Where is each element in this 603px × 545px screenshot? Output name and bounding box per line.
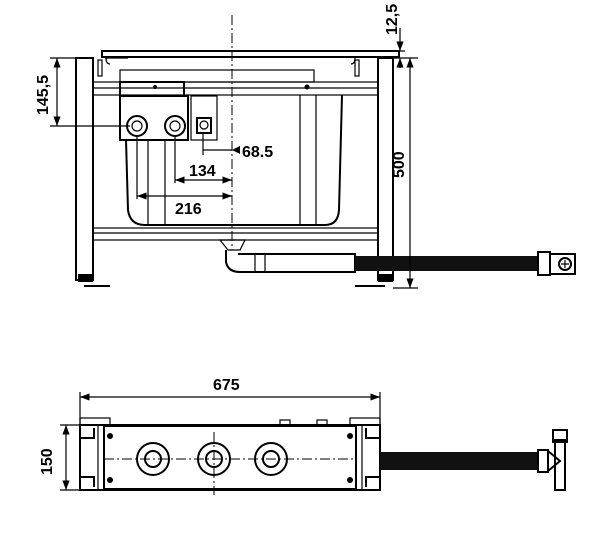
frame (75, 57, 394, 287)
dimension-width: 675 (79, 377, 381, 425)
dimension-depth: 150 (39, 424, 80, 491)
top-view: 675 150 (39, 377, 568, 495)
top-plate (101, 50, 400, 65)
dimension-valve-height: 145,5 (35, 57, 130, 127)
hose (355, 256, 538, 271)
dimension-height: 500 (391, 57, 418, 289)
dimension-top-offset: 12,5 (384, 4, 405, 68)
fitting-icon (558, 257, 572, 271)
dim-height: 500 (391, 151, 408, 178)
dim-depth: 150 (39, 448, 56, 475)
dimension-68-5: 68.5 (202, 133, 273, 161)
fitting-top (537, 429, 568, 491)
valve-3 (196, 117, 212, 134)
dim-offset-middle: 134 (189, 163, 216, 180)
dim-offset-large: 216 (175, 201, 202, 218)
dim-offset-small: 68.5 (242, 144, 273, 161)
front-view: 12,5 500 145,5 68.5 134 216 (35, 4, 576, 289)
valve-block (119, 81, 310, 141)
valve-top-3 (254, 442, 288, 476)
valve-2 (164, 115, 186, 137)
dim-top-offset: 12,5 (384, 4, 401, 35)
dimension-134: 134 (174, 136, 232, 184)
hose-top (380, 452, 538, 470)
dim-valve-height: 145,5 (35, 75, 52, 115)
valve-top-2 (197, 442, 231, 476)
dim-width: 675 (213, 377, 240, 394)
dimension-216: 216 (136, 136, 232, 218)
body (79, 417, 381, 495)
drain (218, 239, 576, 276)
basin (125, 94, 343, 226)
valve-top-1 (136, 442, 170, 476)
